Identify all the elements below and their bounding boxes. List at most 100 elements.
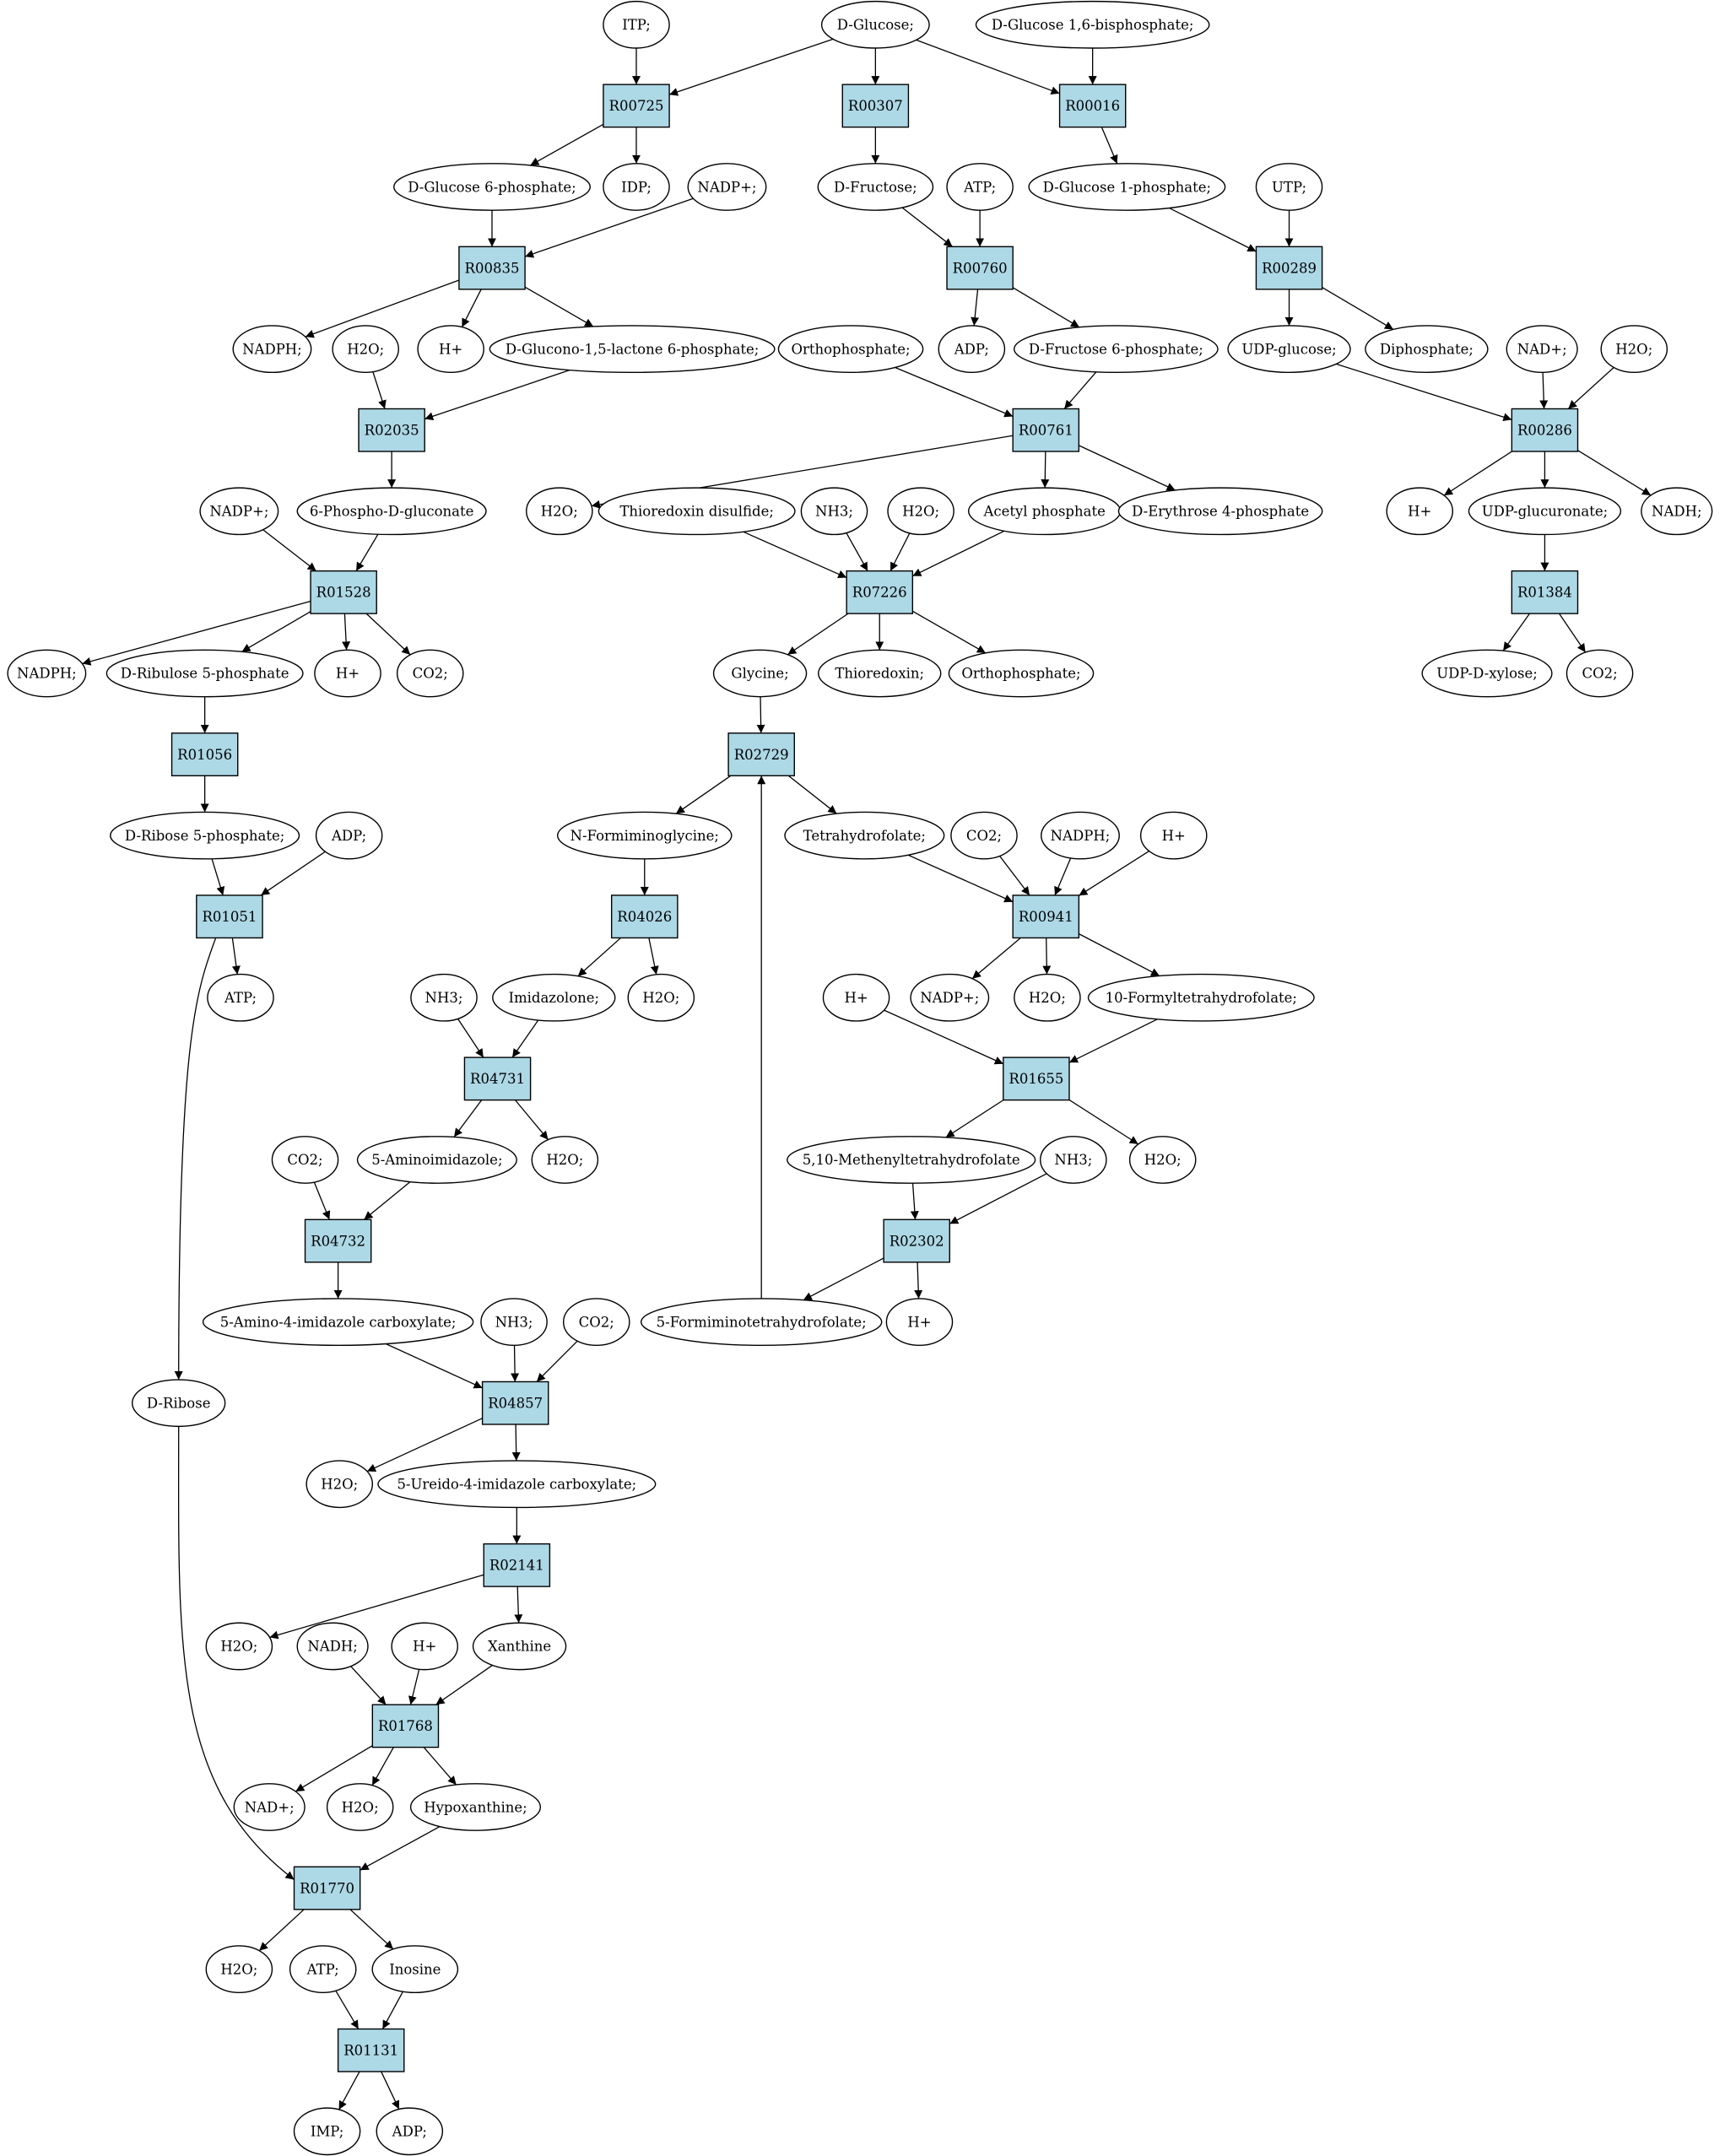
reaction-label: R00307 xyxy=(848,98,903,114)
edge-arrow xyxy=(1100,127,1118,165)
metabolite-label: 6-Phospho-D-gluconate xyxy=(310,504,474,520)
metabolite-shape xyxy=(1041,811,1120,860)
metabolite-label: H2O; xyxy=(1029,990,1066,1006)
metabolite-label: H+ xyxy=(907,1314,931,1330)
metabolite-node: Orthophosphate; xyxy=(777,325,924,374)
metabolite-label: NADPH; xyxy=(242,341,302,357)
metabolite-node: CO2; xyxy=(271,1136,339,1184)
edge-arrow xyxy=(912,530,1005,577)
edge-arrow xyxy=(1079,851,1149,896)
metabolite-node: Xanthine xyxy=(472,1622,567,1671)
reaction-node: R00286 xyxy=(1511,408,1579,452)
metabolite-label: D-Erythrose 4-phosphate xyxy=(1132,504,1309,520)
metabolite-label: UDP-glucose; xyxy=(1241,341,1336,357)
metabolite-shape xyxy=(1087,973,1315,1022)
metabolite-node: UDP-D-xylose; xyxy=(1421,649,1553,698)
reaction-node: R04026 xyxy=(610,894,679,939)
reaction-node: R01528 xyxy=(310,570,377,614)
edge-arrow xyxy=(514,1100,549,1141)
reaction-node: R00016 xyxy=(1058,84,1127,128)
metabolite-shape xyxy=(271,1136,339,1184)
metabolite-shape xyxy=(377,1460,657,1509)
metabolite-node: H+ xyxy=(314,649,381,698)
metabolite-shape xyxy=(1365,325,1489,374)
reaction-box xyxy=(481,1381,549,1425)
reaction-box xyxy=(883,1218,950,1263)
reaction-box xyxy=(458,246,526,290)
metabolite-label: D-Ribose 5-phosphate; xyxy=(125,828,284,844)
metabolite-node: ATP; xyxy=(207,973,274,1022)
edge-arrow xyxy=(174,938,217,1381)
metabolite-node: Imidazolone; xyxy=(492,973,616,1022)
edge-arrow xyxy=(803,1257,884,1301)
metabolite-shape xyxy=(818,649,942,698)
edge-arrow xyxy=(371,1747,394,1786)
metabolite-shape xyxy=(1028,163,1226,211)
metabolite-label: 5-Amino-4-imidazole carboxylate; xyxy=(220,1314,457,1330)
reaction-node: R01770 xyxy=(293,1866,361,1910)
edge-arrow xyxy=(381,1991,403,2029)
metabolite-node: D-Glucose 6-phosphate; xyxy=(393,163,591,211)
metabolite-label: Inosine xyxy=(389,1961,441,1977)
reaction-box xyxy=(1003,1056,1070,1101)
reaction-node: R04731 xyxy=(463,1056,532,1101)
metabolite-node: D-Glucose 1,6-bisphosphate; xyxy=(975,0,1210,49)
reaction-box xyxy=(483,1543,551,1587)
metabolite-node: ADP; xyxy=(315,811,383,860)
metabolite-label: H2O; xyxy=(321,1477,358,1493)
reaction-node: R00941 xyxy=(1012,894,1080,939)
metabolite-label: H2O; xyxy=(546,1152,583,1168)
metabolite-label: Imidazolone; xyxy=(508,990,599,1006)
reaction-label: R00760 xyxy=(953,260,1008,276)
edge-arrow xyxy=(305,279,460,338)
metabolite-shape xyxy=(946,163,1014,211)
metabolite-label: 5-Formiminotetrahydrofolate; xyxy=(657,1314,867,1330)
metabolite-label: NAD+; xyxy=(245,1799,295,1815)
metabolite-label: Thioredoxin disulfide; xyxy=(619,504,774,520)
reaction-box xyxy=(293,1866,361,1910)
metabolite-node: NADPH; xyxy=(232,325,312,374)
metabolite-label: ADP; xyxy=(954,341,989,357)
metabolite-node: NADP+; xyxy=(687,163,767,211)
metabolite-label: D-Glucono-1,5-lactone 6-phosphate; xyxy=(506,341,760,357)
reaction-box xyxy=(1511,408,1579,452)
metabolite-node: UTP; xyxy=(1255,163,1323,211)
reaction-node: R04857 xyxy=(481,1381,549,1425)
metabolite-shape xyxy=(376,2107,444,2156)
metabolite-label: UTP; xyxy=(1272,179,1306,195)
edge-arrow xyxy=(435,1664,493,1705)
edge-arrow xyxy=(349,1909,394,1950)
metabolite-label: NADH; xyxy=(307,1639,358,1655)
metabolite-label: D-Ribulose 5-phosphate xyxy=(121,666,289,682)
metabolite-shape xyxy=(975,0,1210,49)
metabolite-node: H2O; xyxy=(205,1622,273,1671)
metabolite-label: Hypoxanthine; xyxy=(424,1799,527,1815)
reaction-node: R01056 xyxy=(170,732,239,776)
edge-arrow xyxy=(890,532,911,571)
reaction-box xyxy=(337,2028,405,2072)
edge-arrow xyxy=(453,1100,483,1137)
metabolite-label: H2O; xyxy=(342,1799,379,1815)
reaction-node: R00761 xyxy=(1012,408,1080,452)
edge-arrow xyxy=(743,531,847,579)
metabolite-node: Tetrahydrofolate; xyxy=(784,811,945,860)
metabolite-label: NAD+; xyxy=(1517,341,1567,357)
edge-arrow xyxy=(514,1586,523,1624)
metabolite-label: D-Fructose 6-phosphate; xyxy=(1029,341,1203,357)
metabolite-shape xyxy=(1468,487,1622,536)
metabolite-label: Tetrahydrofolate; xyxy=(803,828,926,844)
metabolite-shape xyxy=(531,1136,599,1184)
metabolite-label: CO2; xyxy=(287,1152,322,1168)
metabolite-shape xyxy=(640,1298,883,1347)
reaction-label: R00286 xyxy=(1517,422,1572,438)
metabolite-node: H2O; xyxy=(1128,1136,1197,1184)
edge-arrow xyxy=(350,1666,387,1705)
metabolite-label: NADP+; xyxy=(209,504,268,520)
metabolite-shape xyxy=(1128,1136,1197,1184)
edge-arrow xyxy=(1079,445,1176,491)
metabolite-label: H2O; xyxy=(1615,341,1652,357)
edge-arrow xyxy=(355,533,379,571)
metabolite-shape xyxy=(7,649,87,698)
metabolite-node: NADPH; xyxy=(1041,811,1120,860)
metabolite-shape xyxy=(598,487,796,536)
